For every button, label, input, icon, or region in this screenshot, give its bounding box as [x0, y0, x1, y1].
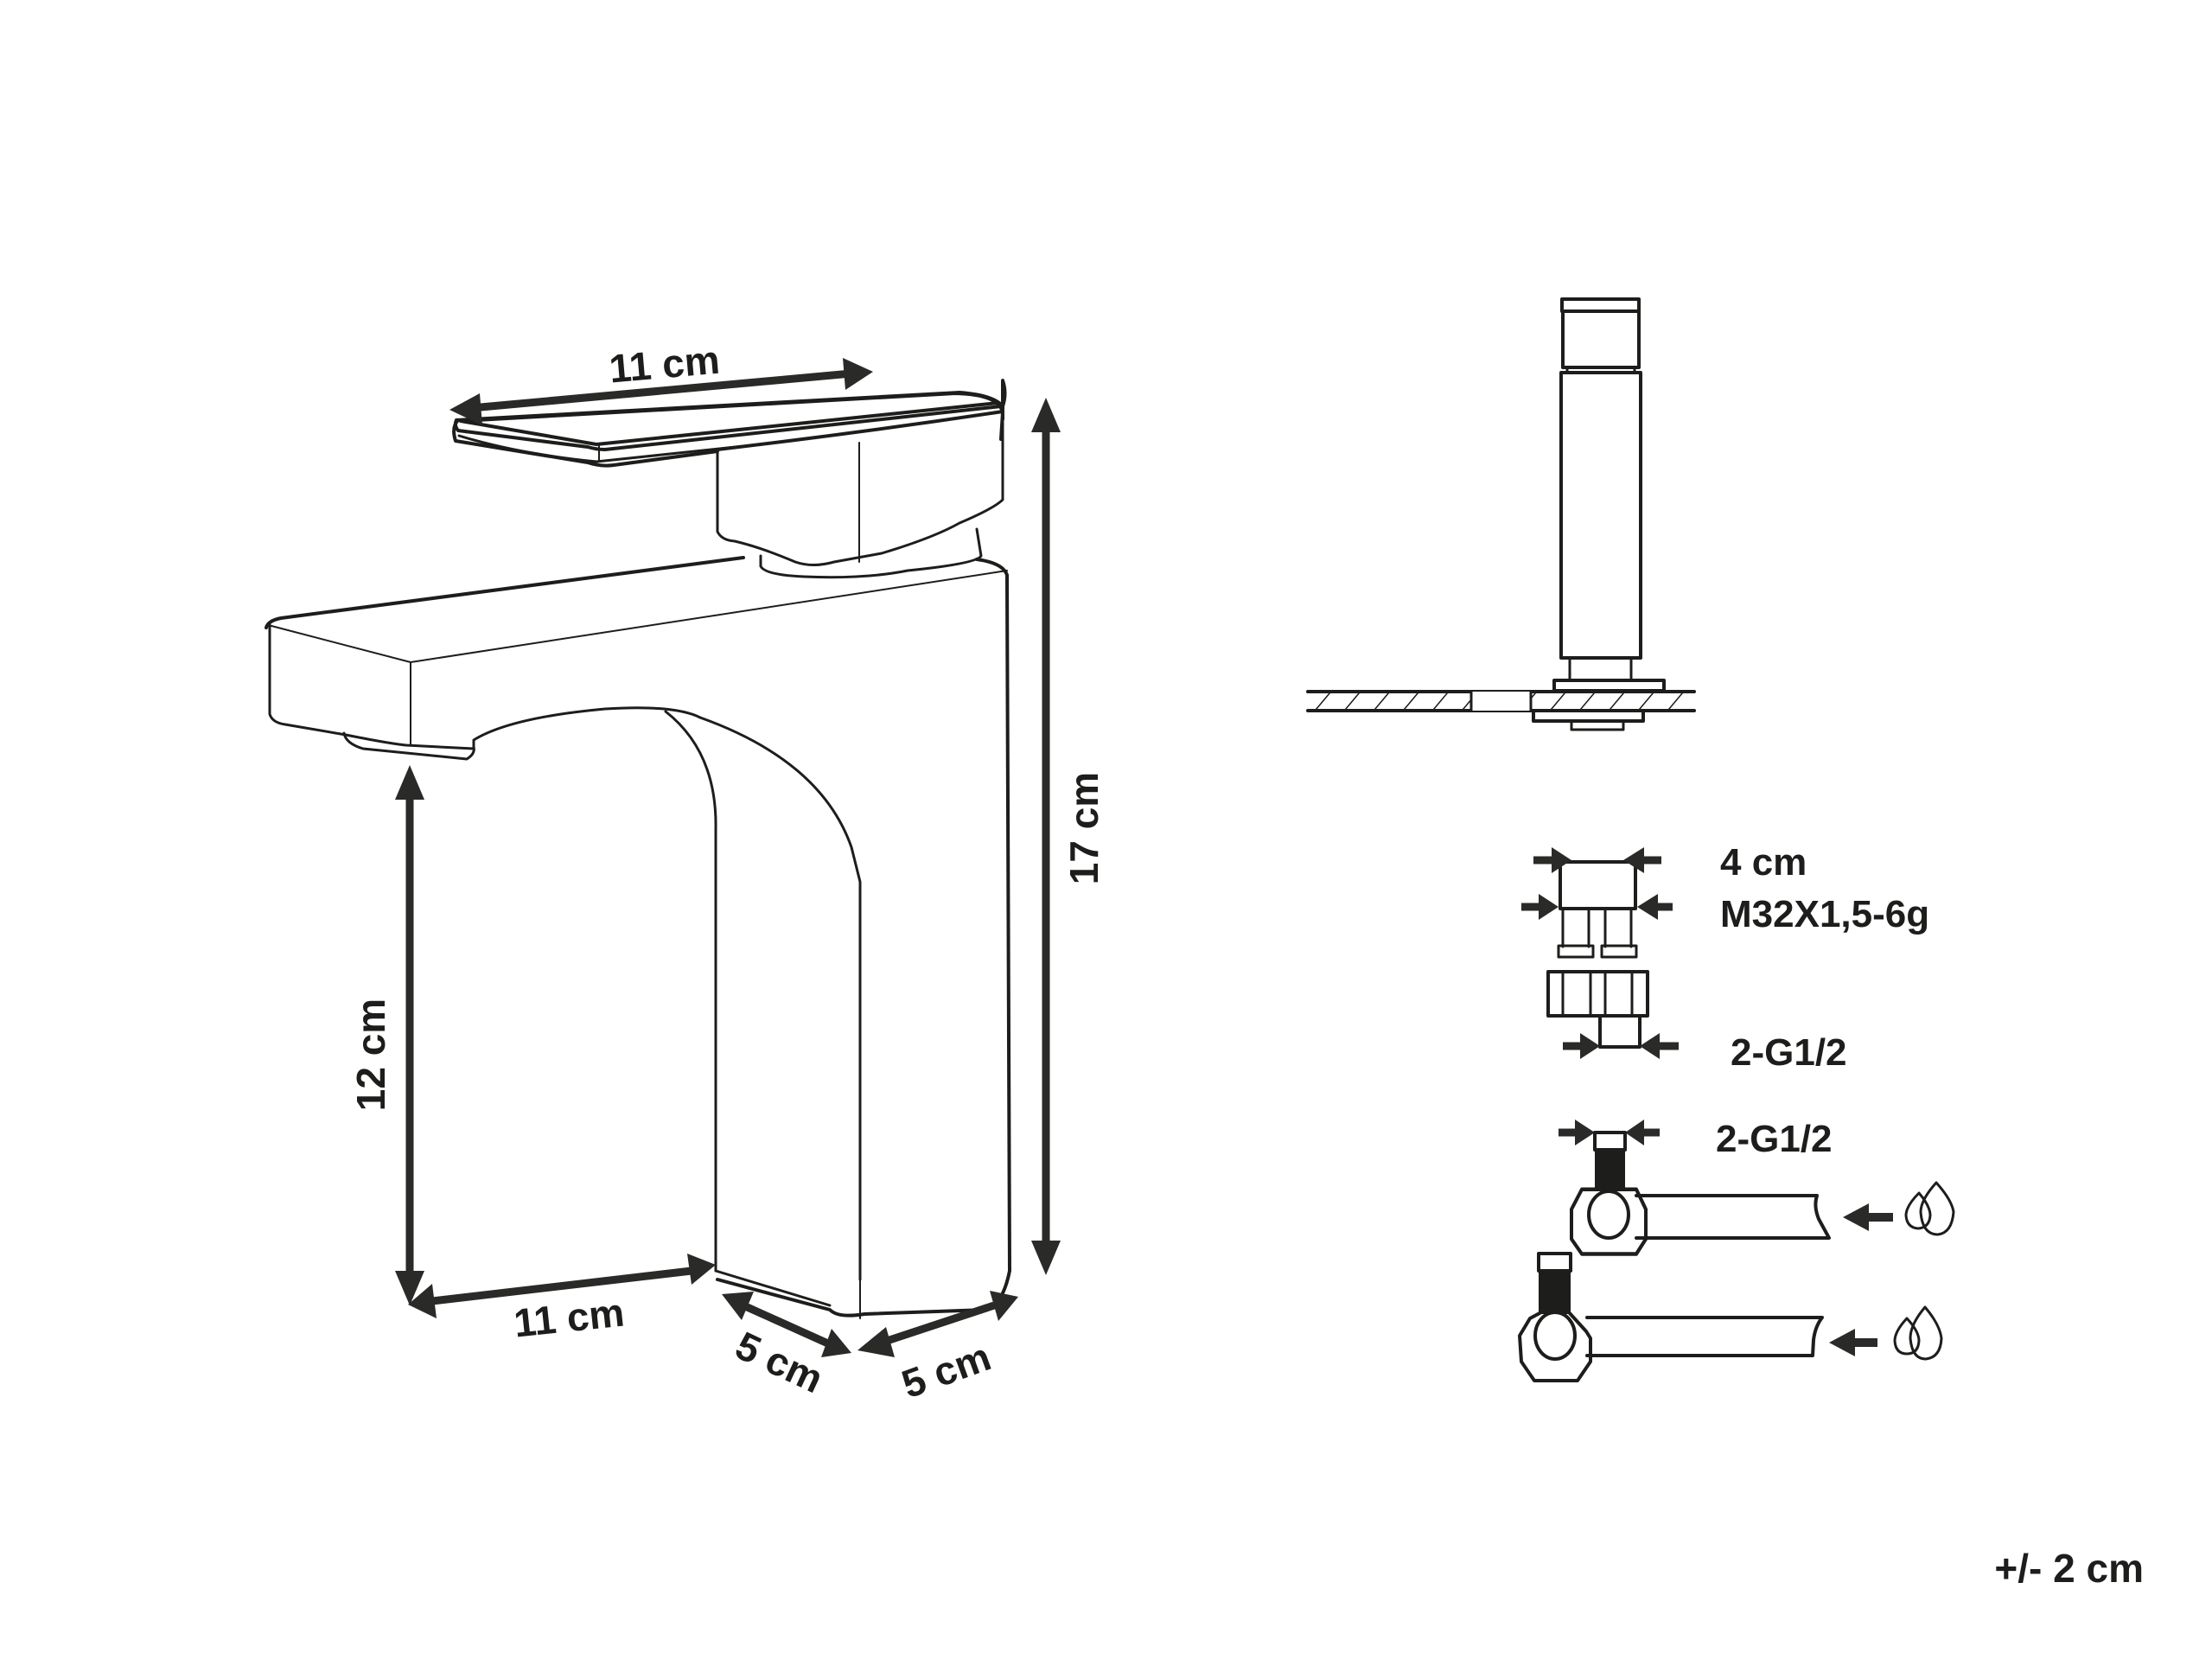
dimension-outlet-connection: 2-G1/2 — [1563, 1031, 1847, 1074]
dimension-base-width: 5 cm — [857, 1291, 1018, 1407]
label-handle-length: 11 cm — [608, 337, 722, 392]
tap-side-view — [265, 379, 1011, 1319]
water-drops-icon — [1904, 1181, 1955, 1236]
label-base-width: 5 cm — [896, 1334, 996, 1407]
dimension-thread: M32X1,5-6g — [1521, 893, 1929, 935]
water-drops-icon — [1893, 1305, 1943, 1361]
hose-2 — [1518, 1252, 1943, 1382]
dimension-base-depth: 5 cm — [722, 1292, 851, 1401]
dimension-spout-height: 12 cm — [348, 765, 424, 1305]
label-hole-diameter: 4 cm — [1720, 841, 1807, 884]
tap-front-view — [1306, 297, 1696, 1049]
label-spout-reach: 11 cm — [512, 1290, 627, 1346]
dimension-handle-length: 11 cm — [449, 337, 873, 425]
hose-connection-dimension: 2-G1/2 — [1559, 1118, 1833, 1160]
label-thread: M32X1,5-6g — [1720, 893, 1929, 935]
spout — [265, 556, 1011, 1318]
label-hose-connection: 2-G1/2 — [1716, 1118, 1833, 1160]
label-total-height: 17 cm — [1061, 772, 1106, 884]
label-outlet-connection: 2-G1/2 — [1731, 1031, 1847, 1074]
dimension-total-height: 17 cm — [1031, 398, 1106, 1275]
dimension-hole-diameter: 4 cm — [1533, 841, 1807, 884]
hose-1 — [1570, 1131, 1955, 1256]
label-spout-height: 12 cm — [348, 999, 393, 1111]
dimension-spout-reach: 11 cm — [408, 1254, 716, 1346]
tolerance-note: +/- 2 cm — [1994, 1546, 2144, 1591]
lever-body — [716, 405, 1004, 566]
